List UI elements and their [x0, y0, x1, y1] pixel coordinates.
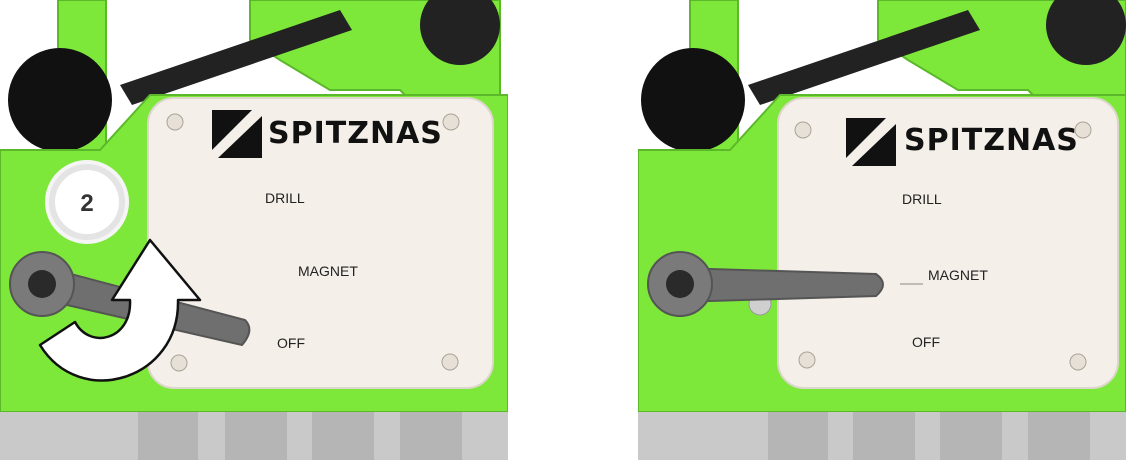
position-label-magnet: MAGNET [928, 267, 988, 283]
position-label-drill: DRILL [265, 190, 305, 206]
base-block [225, 412, 287, 460]
position-label-off: OFF [912, 334, 940, 350]
base-block [940, 412, 1002, 460]
screw-icon [443, 114, 459, 130]
magnet-panel-on: SPITZNAS DRILL MAGNET OFF [638, 0, 1126, 460]
base-block [768, 412, 828, 460]
base-block [1028, 412, 1090, 460]
base-block [312, 412, 374, 460]
screw-icon [171, 355, 187, 371]
position-label-drill: DRILL [902, 191, 942, 207]
step-badge-number: 2 [80, 190, 93, 217]
magnet-panel-off: SPITZNAS DRILL MAGNET OFF 2 [0, 0, 508, 460]
screw-icon [799, 352, 815, 368]
brand-name: SPITZNAS [268, 116, 443, 151]
base-block [853, 412, 915, 460]
screw-icon [167, 114, 183, 130]
screw-icon [1070, 354, 1086, 370]
position-label-off: OFF [277, 335, 305, 351]
position-label-magnet: MAGNET [298, 263, 358, 279]
brand-name: SPITZNAS [904, 123, 1079, 158]
black-knob [641, 48, 745, 152]
base-block [138, 412, 198, 460]
black-knob [8, 48, 112, 152]
screw-icon [442, 354, 458, 370]
base-block [400, 412, 462, 460]
screw-icon [795, 122, 811, 138]
